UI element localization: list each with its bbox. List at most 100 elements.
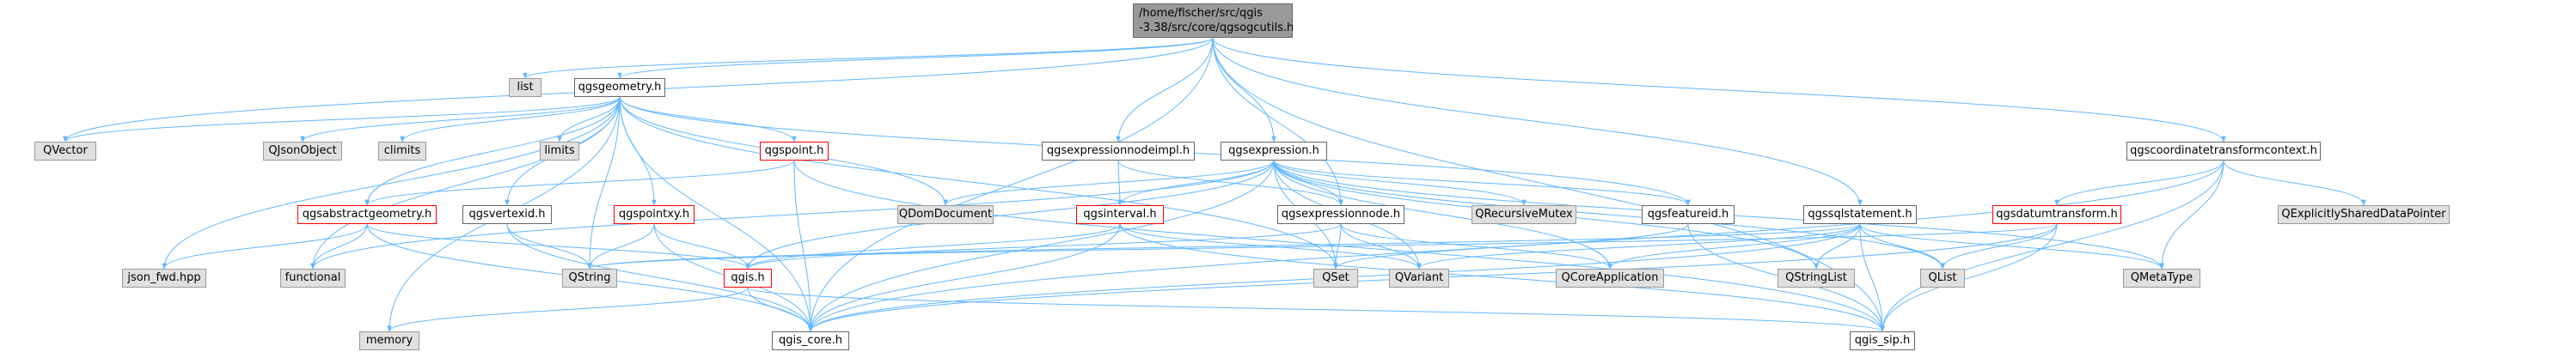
- edge-qgsgeometry-to-qgis-core: [619, 96, 813, 332]
- node-qlist[interactable]: QList: [1920, 269, 1965, 288]
- edge-qgsexpressionnode-to-qvariant: [1340, 223, 1422, 270]
- edge-qgsdatumtransform-to-qstring: [587, 223, 2058, 270]
- node-qset[interactable]: QSet: [1313, 269, 1358, 288]
- edge-qgsexpressionnodeimpl-to-qgsexpressionnode: [1117, 160, 1343, 206]
- edge-qgsgeometry-to-qjsonobject: [300, 96, 621, 143]
- edge-qgsinterval-to-qgis: [745, 223, 1121, 270]
- edge-qgsexpression-to-qrecursivemutex: [1273, 160, 1527, 206]
- node-qgssqlstatement[interactable]: qgssqlstatement.h: [1803, 205, 1917, 224]
- node-qvector[interactable]: QVector: [34, 142, 96, 161]
- edge-qgssqlstatement-to-qlist: [1859, 223, 1945, 270]
- edge-qgsdatumtransform-to-qgis-sip: [1880, 223, 2058, 332]
- node-qstring[interactable]: QString: [562, 269, 617, 288]
- node-qgscoordinatetransformcontext[interactable]: qgscoordinatetransformcontext.h: [2126, 142, 2321, 161]
- node-qgis-core[interactable]: qgis_core.h: [772, 331, 849, 350]
- node-qgsexpressionnode[interactable]: qgsexpressionnode.h: [1277, 205, 1404, 224]
- node-memory[interactable]: memory: [359, 331, 419, 350]
- edge-qgsexpressionnodeimpl-to-qgsinterval: [1117, 160, 1123, 206]
- edge-qgssqlstatement-to-qstringlist: [1814, 223, 1861, 270]
- node-qgis[interactable]: qgis.h: [724, 269, 772, 288]
- edge-qgscoordinatetransformcontext-to-qgis-core: [808, 160, 2224, 332]
- edge-group: [63, 37, 2366, 332]
- node-qgis-sip[interactable]: qgis_sip.h: [1850, 331, 1915, 350]
- node-climits[interactable]: climits: [378, 142, 426, 161]
- edge-qgis-to-qgis-core: [747, 287, 813, 332]
- edge-qgsgeometry-to-functional: [310, 96, 621, 270]
- edge-qgsabstractgeometry-to-functional: [310, 223, 368, 270]
- edge-qgssqlstatement-to-qgis-sip: [1859, 223, 1885, 332]
- node-functional[interactable]: functional: [280, 269, 346, 288]
- edge-qgsdatumtransform-to-qlist: [1940, 223, 2058, 270]
- node-qexplicitlyshareddatapointer[interactable]: QExplicitlySharedDataPointer: [2278, 205, 2450, 224]
- node-qdomdocument[interactable]: QDomDocument: [897, 205, 994, 224]
- edge-qgscoordinatetransformcontext-to-qmetatype: [2159, 160, 2224, 270]
- node-qmetatype[interactable]: QMetaType: [2123, 269, 2200, 288]
- edge-qgsexpression-to-qlist: [1273, 160, 1945, 270]
- node-qvariant[interactable]: QVariant: [1389, 269, 1449, 288]
- node-qgsexpressionnodeimpl[interactable]: qgsexpressionnodeimpl.h: [1042, 142, 1195, 161]
- node-qgspoint[interactable]: qgspoint.h: [760, 142, 829, 161]
- node-qgsinterval[interactable]: qgsinterval.h: [1076, 205, 1164, 224]
- edge-qgscoordinatetransformcontext-to-qexplicitlyshareddatapointer: [2223, 160, 2366, 206]
- root-path-line2: -3.38/src/core/qgsogcutils.h: [1139, 21, 1294, 34]
- edge-qgspointxy-to-qgis: [653, 223, 750, 270]
- node-json-fwd[interactable]: json_fwd.hpp: [122, 269, 206, 288]
- node-qcoreapplication[interactable]: QCoreApplication: [1556, 269, 1664, 288]
- root-path-line1: /home/fischer/src/qgis: [1139, 7, 1263, 20]
- edge-qgsvertexid-to-qgis-core: [506, 223, 813, 332]
- edge-qgsgeometry-to-qstring: [587, 96, 621, 270]
- edge-qgsabstractgeometry-to-json-fwd: [162, 223, 368, 270]
- edge-qgsexpression-to-qgis-core: [808, 160, 1275, 332]
- edge-qgis-to-memory: [387, 287, 749, 332]
- edge-qgsgeometry-to-climits: [400, 96, 621, 143]
- edge-qgsogcutils-root-to-qgsexpression: [1212, 37, 1276, 143]
- edge-qgscoordinatetransformcontext-to-qgis-sip: [1880, 160, 2224, 332]
- edge-qgsgeometry-to-qgspoint: [619, 96, 797, 143]
- node-qgsgeometry[interactable]: qgsgeometry.h: [574, 78, 665, 97]
- node-qjsonobject[interactable]: QJsonObject: [263, 142, 342, 161]
- node-qgsvertexid[interactable]: qgsvertexid.h: [462, 205, 552, 224]
- edge-qgsexpression-to-qgsfeatureid: [1273, 160, 1691, 206]
- edge-qgspoint-to-qgis-core: [793, 160, 813, 332]
- node-qstringlist[interactable]: QStringList: [1778, 269, 1855, 288]
- edge-qgsvertexid-to-qstring: [506, 223, 592, 270]
- edge-qgsogcutils-root-to-qgsexpressionnodeimpl: [1116, 37, 1214, 143]
- edge-qgssqlstatement-to-qstring: [587, 223, 1861, 270]
- edge-qgsgeometry-to-qset: [619, 96, 1338, 270]
- edge-qgsogcutils-root-to-list: [523, 37, 1214, 79]
- edge-qgsogcutils-root-to-qgsgeometry: [617, 37, 1214, 79]
- edge-qgsinterval-to-qgis-core: [808, 223, 1121, 332]
- node-qgsexpression[interactable]: qgsexpression.h: [1221, 142, 1327, 161]
- edge-qgscoordinatetransformcontext-to-qgsdatumtransform: [2054, 160, 2224, 206]
- edge-qgsexpressionnode-to-qcoreapplication: [1340, 223, 1612, 270]
- node-qgsogcutils-root[interactable]: /home/fischer/src/qgis -3.38/src/core/qg…: [1133, 3, 1294, 38]
- node-qgsfeatureid[interactable]: qgsfeatureid.h: [1642, 205, 1735, 224]
- node-qgsabstractgeometry[interactable]: qgsabstractgeometry.h: [297, 205, 437, 224]
- edge-qgsgeometry-to-json-fwd: [162, 96, 621, 270]
- edge-qgspointxy-to-qstring: [587, 223, 655, 270]
- edge-qgsinterval-to-qgis-sip: [1119, 223, 1885, 332]
- edge-qgsogcutils-root-to-qgis-core: [808, 37, 1214, 332]
- edge-qgsexpression-to-functional: [310, 160, 1275, 270]
- edge-qgsexpression-to-qgis: [745, 160, 1275, 270]
- edge-qgsgeometry-to-qgsabstractgeometry: [364, 96, 621, 206]
- node-limits[interactable]: limits: [540, 142, 579, 161]
- edge-qgsexpressionnode-to-qgis: [745, 223, 1342, 270]
- edge-qgsogcutils-root-to-qgssqlstatement: [1212, 37, 1863, 206]
- edge-qgsogcutils-root-to-qgscoordinatetransformcontext: [1212, 37, 2226, 143]
- edge-qgssqlstatement-to-qvariant: [1416, 223, 1861, 270]
- node-qgsdatumtransform[interactable]: qgsdatumtransform.h: [1992, 205, 2121, 224]
- edge-qgsgeometry-to-limits: [557, 96, 621, 143]
- edge-qgsgeometry-to-qvector: [63, 96, 621, 143]
- edge-qgis-to-qgis-sip: [747, 287, 1885, 332]
- edge-qgssqlstatement-to-qmetatype: [1859, 223, 2164, 270]
- node-list[interactable]: list: [509, 78, 542, 97]
- edge-qgsinterval-to-qvariant: [1119, 223, 1422, 270]
- node-qrecursivemutex[interactable]: QRecursiveMutex: [1472, 205, 1576, 224]
- edge-qgsexpression-to-qdomdocument: [943, 160, 1275, 206]
- edge-qgsexpression-to-qgsinterval: [1117, 160, 1275, 206]
- edge-qgsabstractgeometry-to-qgis: [366, 223, 750, 270]
- node-qgspointxy[interactable]: qgspointxy.h: [614, 205, 694, 224]
